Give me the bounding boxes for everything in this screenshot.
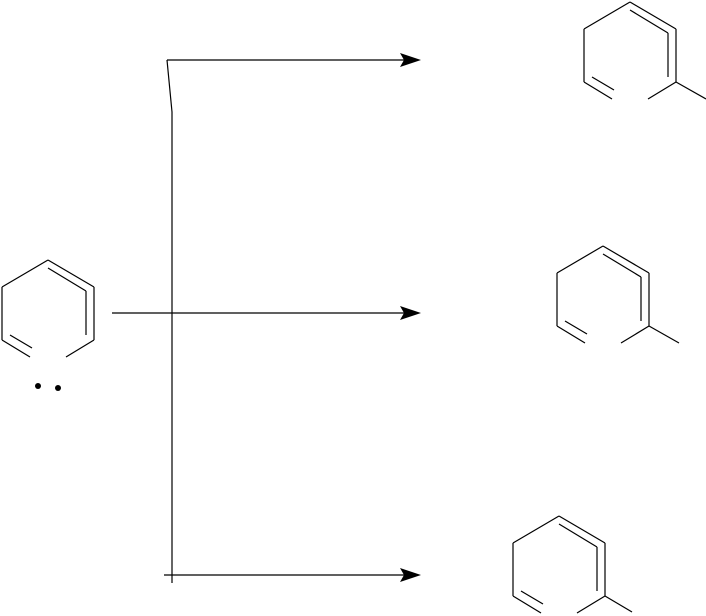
inner-bond	[591, 76, 615, 91]
bond	[512, 595, 542, 614]
bond	[583, 81, 613, 100]
arrow-to-product-middle	[172, 306, 421, 320]
bond	[647, 81, 677, 100]
bond	[620, 325, 650, 344]
methyl-bond	[604, 595, 633, 613]
arrowhead-icon	[400, 53, 421, 67]
arrow-to-product-top	[167, 53, 421, 67]
inner-bond	[558, 523, 598, 548]
arrow-bend	[166, 59, 173, 113]
arrowhead-icon	[400, 306, 421, 320]
methylbenzene-structure-icon	[556, 245, 680, 344]
bond	[556, 245, 604, 274]
bond	[629, 1, 677, 30]
inner-bond	[520, 590, 544, 605]
arrowhead-icon	[400, 568, 421, 582]
inner-bond	[602, 253, 642, 278]
reactant-structure	[1, 259, 95, 391]
product-top-structure	[583, 1, 706, 100]
bond	[583, 1, 631, 30]
bond	[65, 339, 95, 358]
benzyne-structure-icon	[1, 259, 95, 358]
bond	[602, 245, 650, 274]
product-middle-structure	[556, 245, 680, 344]
methylbenzene-structure-icon	[583, 1, 706, 100]
lone-pair-dot	[55, 385, 61, 391]
reaction-arrows	[112, 53, 421, 583]
bond	[1, 339, 31, 358]
inner-bond	[564, 320, 588, 335]
bond	[558, 515, 606, 544]
inner-bond	[629, 9, 669, 34]
arrow-to-product-bottom	[164, 568, 421, 582]
bond	[576, 595, 606, 614]
methyl-bond	[648, 325, 680, 344]
product-bottom-structure	[512, 515, 633, 614]
inner-bond	[9, 334, 33, 349]
bond	[556, 325, 586, 344]
bond	[1, 259, 49, 288]
methylbenzene-structure-icon	[512, 515, 633, 614]
inner-bond	[47, 267, 87, 292]
bond	[512, 515, 560, 544]
lone-pair-dot	[35, 383, 41, 389]
methyl-bond	[675, 81, 706, 100]
bond	[47, 259, 95, 288]
